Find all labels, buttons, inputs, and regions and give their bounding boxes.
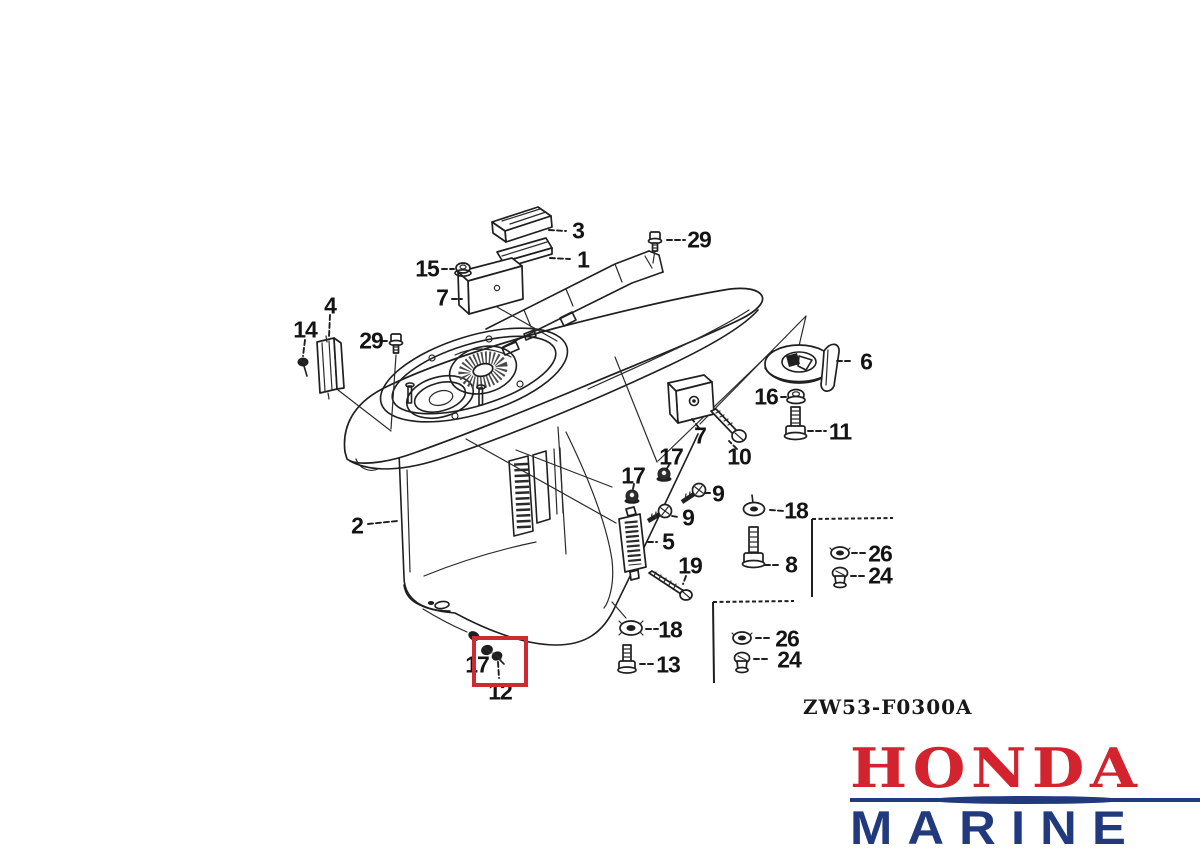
part-3-spacer-icon [491, 206, 553, 243]
part-11-bolt-icon [783, 406, 808, 441]
driveshaft-frame [485, 250, 664, 348]
part-8-bolt-icon [741, 526, 766, 569]
part-callout-19: 19 [678, 552, 703, 579]
part-26-nut-right-icon [829, 546, 851, 560]
group-brackets [712, 517, 894, 684]
logo-divider [850, 796, 1200, 804]
honda-wordmark: HONDA [850, 736, 1143, 800]
part-callout-4: 4 [324, 292, 337, 319]
part-24-bolt-lower-icon [733, 651, 751, 674]
part-callout-18: 18 [784, 497, 809, 524]
part-callout-3: 3 [572, 217, 585, 244]
part-callout-17: 17 [621, 462, 646, 489]
logo-divider-accent [927, 796, 1125, 804]
part-callout-5: 5 [662, 528, 675, 555]
part-callout-26: 26 [775, 625, 800, 652]
part-19-screw-icon [648, 570, 693, 601]
part-callout-24: 24 [868, 562, 893, 589]
part-6-anode-icon [764, 343, 840, 392]
part-4-plate-icon [316, 335, 345, 400]
bearing-platform [379, 327, 569, 423]
part-14-screw-icon [297, 357, 309, 377]
part-9-screw-upper-icon [680, 482, 707, 504]
part-15-nut-icon [454, 262, 472, 277]
part-17-nut-upper-icon [656, 467, 672, 482]
part-callout-1: 1 [577, 246, 590, 273]
part-callout-29: 29 [359, 327, 384, 354]
part-callout-14: 14 [293, 316, 318, 343]
part-callout-24: 24 [777, 646, 802, 673]
marine-wordmark: MARINE [850, 801, 1141, 854]
part-callout-16: 16 [754, 383, 779, 410]
highlight-box [472, 636, 528, 687]
part-5-plate-icon [618, 506, 647, 581]
honda-marine-logo: HONDA MARINE [850, 741, 1200, 851]
part-16-nut-icon [786, 388, 806, 405]
part-callout-17: 17 [659, 443, 684, 470]
part-7-mount-right-icon [667, 374, 715, 424]
part-12-screw-icon [481, 644, 505, 665]
part-callout-26: 26 [868, 540, 893, 567]
part-29-bolt-left-icon [388, 333, 404, 354]
part-callout-9: 9 [712, 480, 725, 507]
part-callout-11: 11 [828, 418, 852, 445]
part-17-nut-mid-icon [624, 489, 640, 504]
water-intake-grille [508, 447, 564, 537]
part-18-washer-lower-icon [618, 620, 644, 636]
gear-housing [398, 431, 699, 646]
part-10-screw-icon [710, 408, 747, 443]
part-callout-13: 13 [656, 651, 681, 678]
part-callout-7: 7 [436, 284, 449, 311]
part-callout-15: 15 [415, 255, 440, 282]
label-connectors [302, 229, 867, 679]
drawing-code: ZW53-F0300A [803, 695, 973, 719]
part-callout-9: 9 [682, 504, 695, 531]
part-callout-8: 8 [785, 551, 798, 578]
part-callout-7: 7 [694, 422, 707, 449]
part-callout-10: 10 [727, 443, 752, 470]
part-7-mount-left-icon [457, 257, 524, 315]
part-26-nut-lower-icon [731, 631, 753, 645]
part-29-bolt-top-icon [647, 231, 663, 252]
part-callout-18: 18 [658, 616, 683, 643]
leader-lines [337, 249, 807, 641]
part-24-bolt-right-icon [831, 566, 849, 589]
part-callout-6: 6 [860, 348, 873, 375]
part-9-screw-mid-icon [646, 503, 673, 523]
part-callout-17: 17 [465, 651, 490, 678]
part-callout-2: 2 [351, 512, 364, 539]
part-18-washer-upper-icon [742, 494, 766, 517]
part-13-bolt-icon [617, 644, 637, 674]
part-callout-29: 29 [687, 226, 712, 253]
